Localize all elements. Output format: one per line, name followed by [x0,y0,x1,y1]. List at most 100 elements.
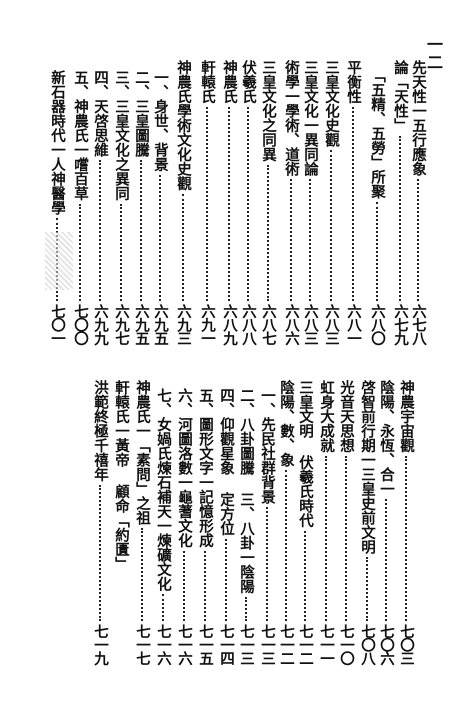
toc-entry: 七、女媧氏煉石補天一煉礦文化七一六 [153,388,173,664]
toc-entry: 神農氏六八九 [219,60,239,344]
dot-leader [183,550,185,621]
entry-page: 六七八 [410,303,427,345]
toc-entry: 啓智前行期一三皇史前文明七〇八 [357,380,377,664]
entry-page: 七一三 [238,623,255,665]
entry-page: 七〇八 [359,623,376,665]
entry-title: 七、女媧氏煉石補天一煉礦文化 [155,388,172,591]
entry-page: 六九一 [199,303,216,345]
dot-leader [405,455,407,621]
toc-entry: 論「天性」六七九 [390,60,410,344]
entry-title: 神農氏 [221,60,238,104]
toc-entry: 陰陽、數、象七一二 [276,380,296,664]
entry-title: 平衡性 [345,60,362,104]
entry-page: 六九五 [133,303,150,345]
toc-entry: 三皇文明 伏羲氏時代七一二 [295,380,315,664]
toc-entry: 三皇文化一異同論六八三 [300,60,320,344]
entry-title: 神農氏學術文化史觀 [175,60,192,191]
entry-title: 三皇文明 伏羲氏時代 [297,380,314,528]
entry-title: 論「天性」 [392,60,409,133]
entry-title: 先天性一五行應象 [410,60,427,176]
dot-leader [228,106,230,301]
entry-page: 六八一 [345,303,362,345]
entry-title: 五、圖形文字一記憶形成 [197,388,214,548]
dot-leader [285,470,287,621]
toc-entry: 虹身大成就七一一 [316,380,336,664]
entry-title: 新石器時代一人神醫學 [49,70,66,215]
toc-entry: 光音天思想七一〇 [336,380,356,664]
entry-page: 七〇三 [398,623,415,665]
entry-page: 七一六 [155,623,172,665]
entry-title: 四、天啓思維 [92,70,109,157]
entry-page: 六九七 [113,303,130,345]
dot-leader [352,106,354,301]
entry-title: 三皇文化一異同論 [302,60,319,176]
toc-entry: 「五精、五勞」所聚六八〇 [367,68,387,344]
entry-title: 術學一學術、道術 [283,60,300,176]
entry-title: 「五精、五勞」所聚 [369,68,386,199]
entry-title: 神農宇宙觀 [398,380,415,453]
toc-entry: 三、三皇文化之異同六九七 [111,70,131,344]
toc-entry: 洪範終極千禧年七一九 [90,380,110,664]
entry-page: 七〇一 [49,303,66,345]
entry-page: 六八九 [221,303,238,345]
entry-page: 六八三 [323,303,340,345]
entry-title: 虹身大成就 [318,380,335,453]
entry-page: 六九三 [175,303,192,345]
entry-title: 伏羲氏 [240,60,257,104]
toc-entry: 術學一學術、道術六八六 [281,60,301,344]
dot-leader [206,106,208,301]
dot-leader [399,135,401,301]
entry-title: 二、三皇圖騰 [133,70,150,157]
entry-title: 二、八卦圖騰 三、八卦一陰陽 [238,388,255,594]
dot-leader [247,106,249,301]
entry-title: 啓智前行期一三皇史前文明 [359,380,376,554]
toc-entry: 五、神農氏一嚐百草七〇〇 [70,70,90,344]
dot-leader [376,201,378,301]
toc-entry: 陰陽、永恆、合一七〇六 [376,380,396,664]
entry-title: 陰陽、數、象 [278,380,295,467]
entry-page: 七一六 [176,623,193,665]
dot-leader [140,160,142,301]
toc-entry: 二、三皇圖騰六九五 [131,70,151,344]
entry-title: 陰陽、永恆、合一 [378,380,395,496]
entry-title: 一、先民社群背景 [259,388,276,504]
toc-entry: 神農氏一「素問」之祖七一七 [132,380,152,664]
dot-leader [267,164,269,301]
dot-leader [99,484,101,621]
toc-entry: 軒轅氏一黃帝 顧命「約匱」 [111,380,131,664]
toc-entry: 軒轅氏六九一 [197,60,217,344]
entry-title: 光音天思想 [338,380,355,453]
dot-leader [225,538,227,621]
entry-page: 七一九 [92,623,109,665]
dot-leader [309,179,311,301]
dot-leader [330,150,332,301]
toc-entry: 五、圖形文字一記憶形成七一五 [195,388,215,664]
entry-title: 五、神農氏一嚐百草 [72,70,89,201]
entry-page: 七一〇 [338,623,355,665]
entry-page: 六八三 [302,303,319,345]
dot-leader [245,596,247,621]
entry-page: 六八〇 [369,303,386,345]
entry-page: 六九五 [152,303,169,345]
toc-entry: 六、河圖洛數一龜蓍文化七一六 [174,388,194,664]
toc-entry: 四、天啓思維六九九 [90,70,110,344]
dot-leader [366,557,368,621]
entry-title: 軒轅氏 [199,60,216,104]
entry-title: 一、身世、背景 [152,70,169,172]
dot-leader [79,203,81,301]
dot-leader [99,160,101,301]
dot-leader [204,550,206,621]
scan-artifact [45,232,73,290]
entry-title: 軒轅氏一黃帝 顧命「約匱」 [113,380,130,571]
entry-title: 六、河圖洛數一龜蓍文化 [176,388,193,548]
toc-entry: 平衡性六八一 [343,60,363,344]
entry-page: 七一五 [197,623,214,665]
dot-leader [162,594,164,621]
dot-leader [417,179,419,301]
dot-leader [290,179,292,301]
entry-page: 七一二 [278,623,295,665]
toc-entry: 三皇文化之同異六八七 [258,60,278,344]
entry-page: 七〇六 [378,623,395,665]
entry-page: 七一二 [297,623,314,665]
entry-page: 六八六 [283,303,300,345]
